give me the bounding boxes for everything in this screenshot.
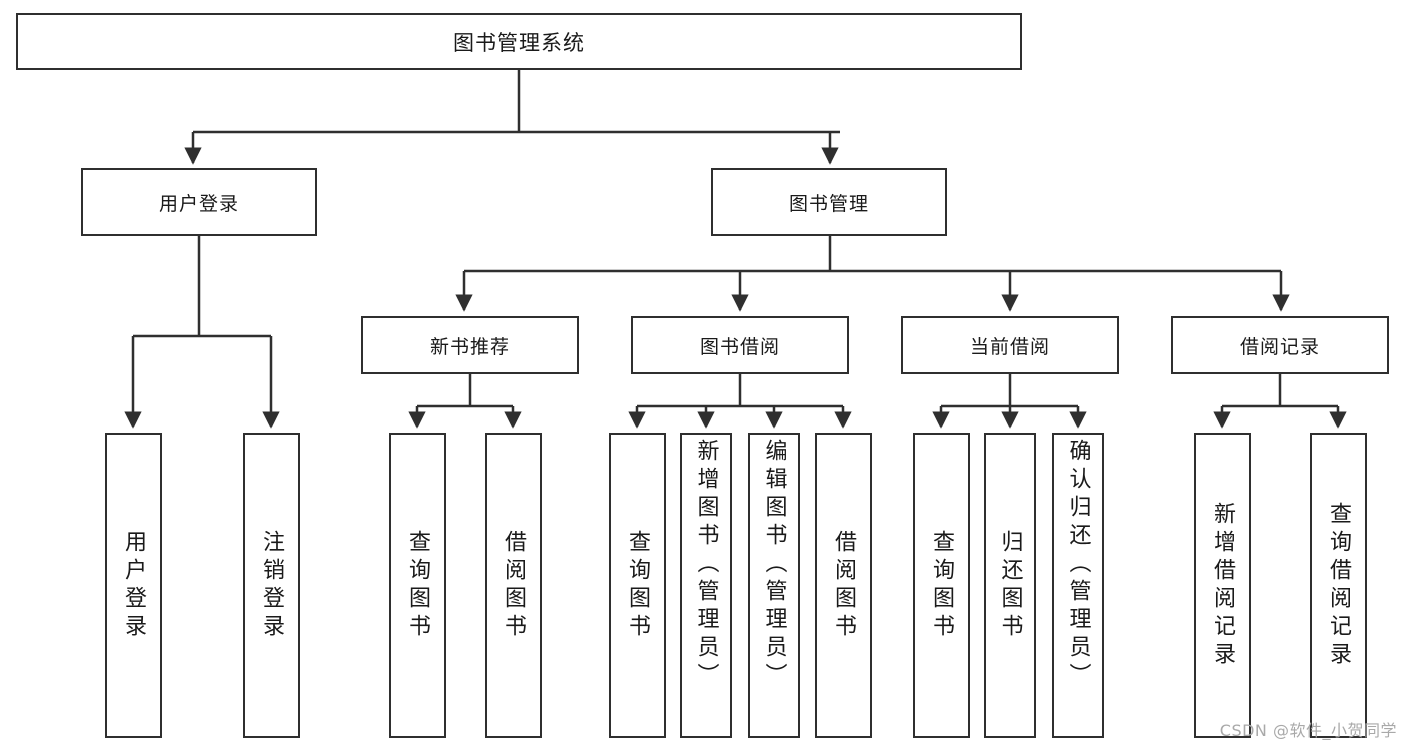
leaf-query-record-label: 查询借阅记录	[1326, 501, 1352, 670]
leaf-query-record[interactable]: 查询借阅记录	[1310, 433, 1367, 738]
leaf-query-book-2[interactable]: 查询图书	[609, 433, 666, 738]
node-book-borrow[interactable]: 图书借阅	[631, 316, 849, 374]
leaf-add-book[interactable]: 新增图书（管理员）	[680, 433, 732, 738]
leaf-borrow-book-2[interactable]: 借阅图书	[815, 433, 872, 738]
leaf-logout-label: 注销登录	[259, 529, 285, 642]
node-borrow-record[interactable]: 借阅记录	[1171, 316, 1389, 374]
leaf-return-book[interactable]: 归还图书	[984, 433, 1036, 738]
leaf-borrow-book-1[interactable]: 借阅图书	[485, 433, 542, 738]
leaf-add-book-label: 新增图书（管理员）	[693, 439, 719, 691]
leaf-edit-book-label: 编辑图书（管理员）	[761, 439, 787, 691]
leaf-return-book-label: 归还图书	[997, 529, 1023, 642]
node-book-borrow-label: 图书借阅	[699, 335, 780, 358]
node-user-login[interactable]: 用户登录	[81, 168, 317, 236]
leaf-query-book-1-label: 查询图书	[405, 529, 431, 642]
node-current-borrow-label: 当前借阅	[969, 335, 1050, 358]
leaf-confirm-return-label: 确认归还（管理员）	[1065, 439, 1091, 691]
leaf-query-book-2-label: 查询图书	[625, 529, 651, 642]
leaf-query-book-1[interactable]: 查询图书	[389, 433, 446, 738]
node-borrow-record-label: 借阅记录	[1239, 335, 1320, 358]
node-user-login-label: 用户登录	[158, 192, 239, 215]
leaf-user-login-label: 用户登录	[121, 529, 147, 642]
node-root[interactable]: 图书管理系统	[16, 13, 1022, 70]
leaf-user-login[interactable]: 用户登录	[105, 433, 162, 738]
node-current-borrow[interactable]: 当前借阅	[901, 316, 1119, 374]
leaf-logout[interactable]: 注销登录	[243, 433, 300, 738]
leaf-edit-book[interactable]: 编辑图书（管理员）	[748, 433, 800, 738]
node-book-manage[interactable]: 图书管理	[711, 168, 947, 236]
node-root-label: 图书管理系统	[453, 30, 585, 55]
leaf-add-record-label: 新增借阅记录	[1210, 501, 1236, 670]
leaf-confirm-return[interactable]: 确认归还（管理员）	[1052, 433, 1104, 738]
leaf-query-book-3[interactable]: 查询图书	[913, 433, 970, 738]
node-new-book-rec-label: 新书推荐	[429, 335, 510, 358]
node-new-book-rec[interactable]: 新书推荐	[361, 316, 579, 374]
leaf-add-record[interactable]: 新增借阅记录	[1194, 433, 1251, 738]
node-book-manage-label: 图书管理	[788, 192, 869, 215]
leaf-query-book-3-label: 查询图书	[929, 529, 955, 642]
watermark: CSDN @软件_小贺同学	[1219, 721, 1397, 740]
leaf-borrow-book-2-label: 借阅图书	[831, 529, 857, 642]
leaf-borrow-book-1-label: 借阅图书	[501, 529, 527, 642]
